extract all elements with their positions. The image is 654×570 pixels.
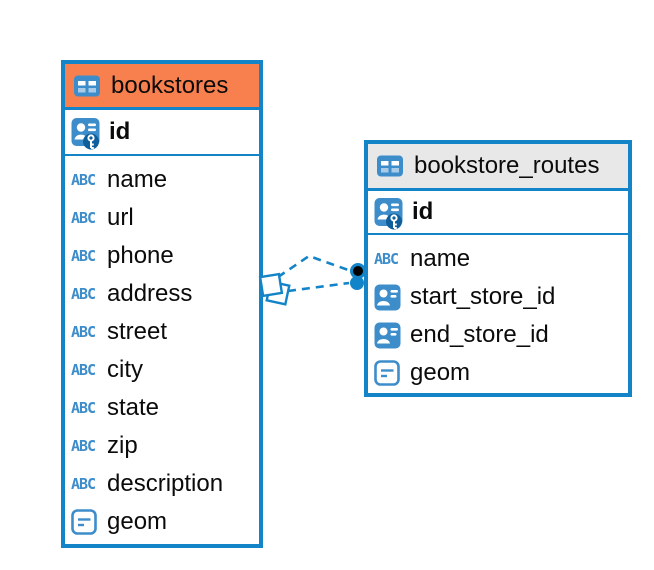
column-row[interactable]: start_store_id <box>368 278 628 316</box>
primary-key-icon <box>71 113 102 151</box>
text-type-icon: ABC <box>71 284 96 303</box>
geometry-type-icon <box>374 360 404 386</box>
column-name: start_store_id <box>410 283 556 310</box>
text-type-icon: ABC <box>71 360 96 379</box>
column-name: phone <box>107 242 174 269</box>
column-row[interactable]: ABC url <box>65 199 259 237</box>
column-name: street <box>107 318 168 345</box>
text-type-icon: ABC <box>71 322 96 341</box>
text-type-icon: ABC <box>71 436 96 455</box>
column-name: geom <box>107 508 168 535</box>
column-name: address <box>107 280 193 307</box>
column-name: name <box>410 245 471 272</box>
column-name: state <box>107 394 160 421</box>
fk-relation-line-1[interactable] <box>277 254 352 279</box>
table-header[interactable]: bookstores <box>65 64 259 110</box>
text-type-icon: ABC <box>71 474 96 493</box>
column-name: id <box>109 118 131 145</box>
column-row[interactable]: ABC name <box>368 240 628 278</box>
fk-relation-line-2[interactable] <box>287 281 350 293</box>
text-type-icon: ABC <box>71 170 96 189</box>
column-row[interactable]: ABC street <box>65 313 259 351</box>
column-name: url <box>107 204 134 231</box>
table-icon <box>73 74 103 98</box>
table-title: bookstore_routes <box>414 152 600 179</box>
column-name: name <box>107 166 168 193</box>
column-row[interactable]: ABC description <box>65 465 259 503</box>
text-type-icon: ABC <box>374 249 399 268</box>
primary-key-row[interactable]: id <box>65 110 259 156</box>
column-name: city <box>107 356 143 383</box>
column-row[interactable]: ABC state <box>65 389 259 427</box>
column-name: description <box>107 470 224 497</box>
text-type-icon: ABC <box>71 208 96 227</box>
column-row[interactable]: end_store_id <box>368 316 628 354</box>
geometry-type-icon <box>71 509 101 535</box>
column-row[interactable]: ABC name <box>65 161 259 199</box>
column-name: id <box>412 198 434 225</box>
primary-key-row[interactable]: id <box>368 191 628 235</box>
column-name: zip <box>107 432 138 459</box>
primary-key-icon <box>374 193 405 231</box>
column-row[interactable]: geom <box>368 354 628 392</box>
foreign-key-icon <box>374 322 404 349</box>
table-header[interactable]: bookstore_routes <box>368 144 628 191</box>
column-row[interactable]: ABC address <box>65 275 259 313</box>
column-row[interactable]: ABC zip <box>65 427 259 465</box>
relation-dot-marker[interactable] <box>350 263 366 291</box>
column-name: end_store_id <box>410 321 549 348</box>
column-row[interactable]: ABC city <box>65 351 259 389</box>
column-name: geom <box>410 359 471 386</box>
table-icon <box>376 154 406 178</box>
relation-diamond-marker[interactable] <box>258 272 291 306</box>
text-type-icon: ABC <box>71 398 96 417</box>
column-list: ABC name start_store_id end_store_id geom <box>368 235 628 393</box>
column-row[interactable]: ABC phone <box>65 237 259 275</box>
text-type-icon: ABC <box>71 246 96 265</box>
table-title: bookstores <box>111 71 229 99</box>
foreign-key-icon <box>374 284 404 311</box>
column-row[interactable]: geom <box>65 503 259 541</box>
